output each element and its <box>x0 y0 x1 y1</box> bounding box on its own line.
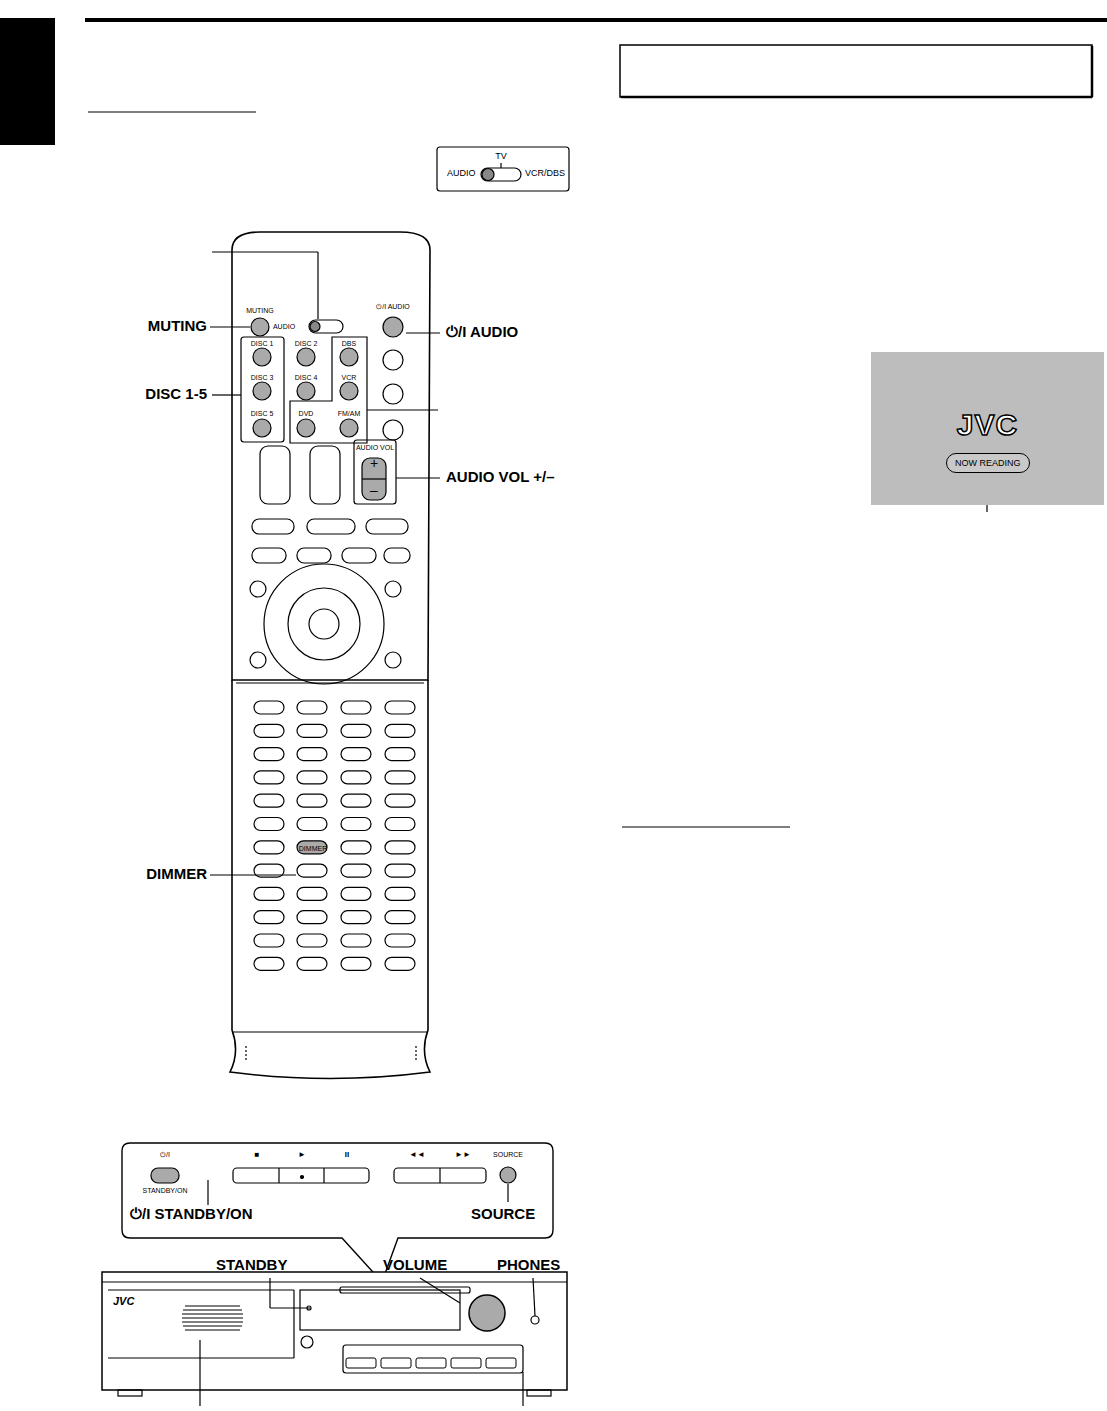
callout-label: MUTING <box>148 318 207 335</box>
panel-label: ⏻/I <box>160 1151 170 1159</box>
keypad-button <box>385 748 415 761</box>
keypad-button <box>385 701 415 714</box>
button-label: + <box>370 456 378 471</box>
tv-screen: JVC NOW READING <box>871 352 1104 505</box>
panel-label: ►► <box>455 1151 471 1160</box>
button-label: AUDIO <box>273 323 295 331</box>
keypad-button <box>341 934 371 947</box>
callout-label: VOLUME <box>383 1257 447 1274</box>
panel-label: II <box>345 1151 349 1160</box>
panel-label: SOURCE <box>493 1151 523 1159</box>
panel-label: ■ <box>255 1151 260 1160</box>
keypad-button <box>385 887 415 900</box>
button-label: DIMMER <box>299 845 327 853</box>
button-label: DVD <box>299 410 314 418</box>
button-label: DISC 3 <box>251 374 274 382</box>
button-label: VCR <box>342 374 357 382</box>
keypad-button <box>341 748 371 761</box>
keypad-button <box>385 818 415 831</box>
button-label: MUTING <box>246 307 274 315</box>
button-label: DISC 5 <box>251 410 274 418</box>
panel-label: STANDBY/ON <box>143 1187 188 1195</box>
status-pill: NOW READING <box>946 453 1030 473</box>
keypad-button <box>297 864 327 877</box>
keypad-button <box>297 794 327 807</box>
keypad-button <box>341 911 371 924</box>
button-label: AUDIO VOL <box>356 444 394 452</box>
callout-label: AUDIO VOL +/– <box>446 469 555 486</box>
keypad-button <box>341 887 371 900</box>
keypad-button <box>254 794 284 807</box>
panel-label: ◄◄ <box>409 1151 425 1160</box>
keypad-button <box>254 934 284 947</box>
button-label: FM/AM <box>338 410 361 418</box>
keypad-button <box>297 841 327 854</box>
status-text: NOW READING <box>955 458 1021 468</box>
keypad-button <box>341 957 371 970</box>
keypad-button <box>385 934 415 947</box>
keypad-button <box>254 724 284 737</box>
keypad-button <box>297 771 327 784</box>
button-label: – <box>370 483 378 498</box>
switch-label: AUDIO <box>447 169 476 179</box>
keypad-button <box>385 794 415 807</box>
button-label: ⏻/I AUDIO <box>376 303 410 311</box>
keypad-button <box>297 957 327 970</box>
keypad-button <box>341 841 371 854</box>
keypad-button <box>254 818 284 831</box>
button-label: DISC 2 <box>295 340 318 348</box>
keypad-button <box>254 748 284 761</box>
keypad-button <box>341 794 371 807</box>
keypad-button <box>297 887 327 900</box>
keypad-button <box>385 864 415 877</box>
screen-logo: JVC <box>871 408 1104 442</box>
keypad-button <box>385 911 415 924</box>
callout-label: DIMMER <box>146 866 207 883</box>
keypad-button <box>341 771 371 784</box>
keypad-button <box>385 771 415 784</box>
keypad-button <box>341 818 371 831</box>
button-label: DISC 4 <box>295 374 318 382</box>
keypad-button <box>297 934 327 947</box>
keypad-button <box>254 771 284 784</box>
keypad-button <box>297 911 327 924</box>
keypad-button <box>254 841 284 854</box>
keypad-button <box>254 887 284 900</box>
switch-label: VCR/DBS <box>525 169 565 179</box>
keypad-button <box>297 818 327 831</box>
keypad-button <box>254 957 284 970</box>
callout-label: ⏻/I AUDIO <box>446 324 518 341</box>
callout-label: PHONES <box>497 1257 560 1274</box>
keypad-button <box>385 724 415 737</box>
callout-label: SOURCE <box>471 1206 535 1223</box>
keypad-button <box>254 911 284 924</box>
keypad-button <box>297 748 327 761</box>
panel-label: ► <box>298 1151 306 1160</box>
callout-label: ⏻/I STANDBY/ON <box>130 1206 253 1223</box>
keypad-button <box>385 841 415 854</box>
keypad-button <box>341 864 371 877</box>
keypad-button <box>385 957 415 970</box>
keypad-button <box>254 701 284 714</box>
button-label: DBS <box>342 340 356 348</box>
callout-label: STANDBY <box>216 1257 287 1274</box>
switch-label: TV <box>495 152 507 162</box>
button-label: DISC 1 <box>251 340 274 348</box>
callout-label: DISC 1-5 <box>145 386 207 403</box>
keypad-button <box>297 724 327 737</box>
brand-logo: JVC <box>113 1295 134 1307</box>
keypad-button <box>341 701 371 714</box>
keypad-button <box>341 724 371 737</box>
keypad-button <box>297 701 327 714</box>
